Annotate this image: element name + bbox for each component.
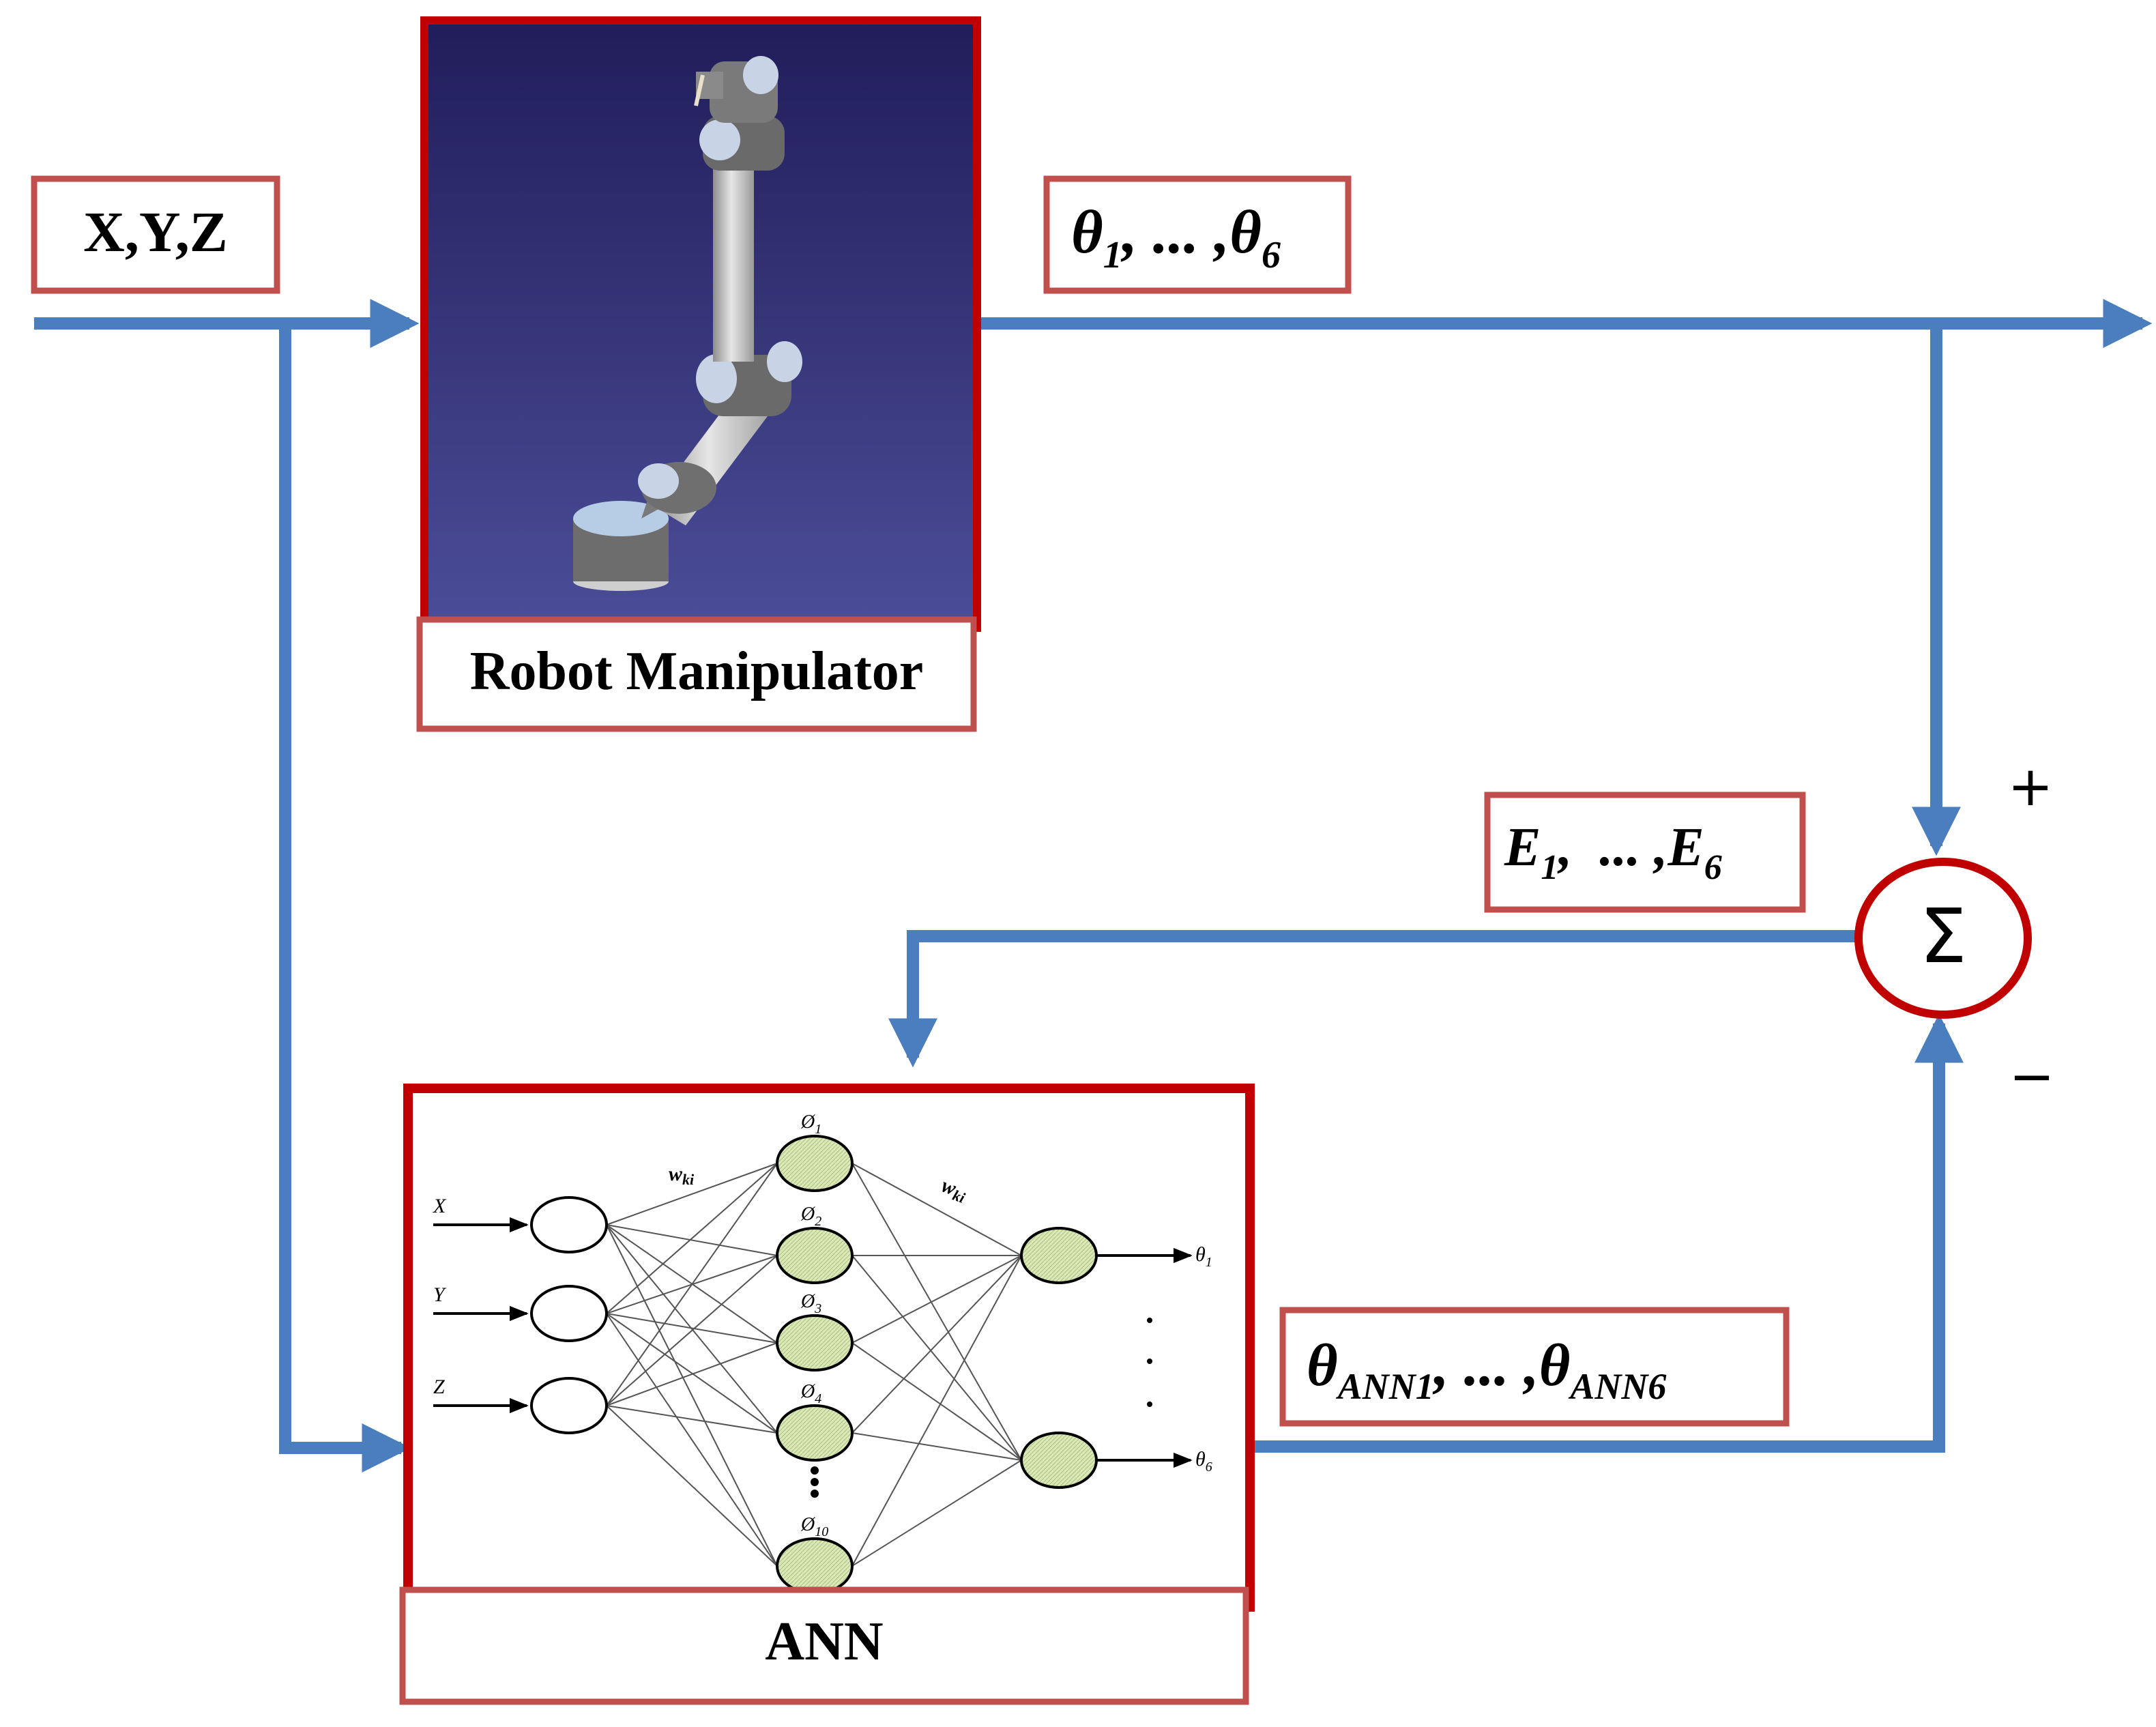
robot-arm-image <box>573 56 802 591</box>
input-node-label: Y <box>433 1283 447 1306</box>
hidden-node <box>776 1314 854 1372</box>
output-node <box>1020 1227 1098 1284</box>
summing-junction: Σ + − <box>1854 755 2055 1108</box>
hidden-node-label: Ø1 <box>800 1112 821 1137</box>
output-node-label: θ1 <box>1195 1243 1212 1270</box>
weight-connection <box>606 1224 778 1567</box>
input-to-ann-arrow <box>279 323 411 1472</box>
weight-connection <box>606 1163 778 1406</box>
input-label-box: X,Y,Z <box>31 175 280 294</box>
output-node <box>1020 1432 1098 1489</box>
error-label: E1, ... ,E6 <box>1504 817 1722 887</box>
hidden-node <box>776 1537 854 1595</box>
hidden-node-label: Ø4 <box>800 1381 821 1406</box>
hidden-node <box>776 1404 854 1462</box>
weight-connection <box>851 1460 1022 1567</box>
hidden-node <box>776 1135 854 1192</box>
robot-block: Robot Manipulator <box>416 16 981 732</box>
weight-connection <box>606 1224 778 1256</box>
weight-connection <box>606 1163 778 1225</box>
ellipsis-dot <box>1147 1359 1152 1364</box>
weight-connection <box>851 1255 1022 1344</box>
weight-connection <box>606 1255 778 1406</box>
weight-connection <box>851 1255 1022 1434</box>
weight-connection <box>851 1163 1022 1461</box>
ellipsis-dot <box>811 1478 819 1486</box>
weight-connection <box>851 1163 1022 1256</box>
ellipsis-dot <box>811 1466 819 1475</box>
ellipsis-dot <box>1147 1402 1152 1407</box>
input-node <box>530 1285 608 1342</box>
hidden-node-label: Ø3 <box>800 1291 821 1316</box>
weight-connection <box>606 1313 778 1434</box>
plus-sign: + <box>2007 755 2053 818</box>
robot-output-label: θ1, ... ,θ6 <box>1071 199 1281 276</box>
weight-connection <box>851 1255 1022 1461</box>
ellipsis-dot <box>1147 1318 1152 1323</box>
error-feedback-arrow <box>888 930 1856 1068</box>
weight-connection <box>606 1313 778 1344</box>
hidden-node-label: Ø2 <box>800 1204 821 1229</box>
ann-caption-box <box>399 1586 1249 1705</box>
sigma-symbol: Σ <box>1919 892 1967 980</box>
weight-connection <box>606 1342 778 1406</box>
minus-sign: − <box>2009 1045 2054 1108</box>
signal-lines <box>34 299 2153 1472</box>
input-node <box>530 1196 608 1253</box>
ann-output-label: θANN1, ... ,θANN6 <box>1307 1333 1666 1407</box>
weight-connection <box>851 1255 1022 1567</box>
input-node-label: Z <box>433 1376 445 1398</box>
ann-output-arrow <box>1250 1013 1964 1453</box>
ann-caption: ANN <box>765 1612 883 1672</box>
hidden-node <box>776 1227 854 1284</box>
weight-connection <box>851 1432 1022 1461</box>
hidden-node-label: Ø10 <box>800 1514 828 1539</box>
error-box: E1, ... ,E6 <box>1484 792 1806 913</box>
weight-connection <box>606 1405 778 1567</box>
input-label: X,Y,Z <box>83 201 228 264</box>
weight-connection <box>606 1313 778 1567</box>
robot-caption-box <box>416 616 977 732</box>
input-node <box>530 1377 608 1434</box>
weight-connection <box>606 1405 778 1434</box>
input-node-label: X <box>433 1195 447 1217</box>
weight-connection <box>851 1342 1022 1461</box>
ann-output-box: θANN1, ... ,θANN6 <box>1279 1307 1790 1427</box>
weight-connection <box>606 1163 778 1314</box>
output-node-label: θ6 <box>1195 1448 1212 1475</box>
robot-output-box: θ1, ... ,θ6 <box>1043 175 1352 294</box>
ellipsis-dot <box>811 1490 819 1498</box>
robot-caption: Robot Manipulator <box>470 641 924 701</box>
